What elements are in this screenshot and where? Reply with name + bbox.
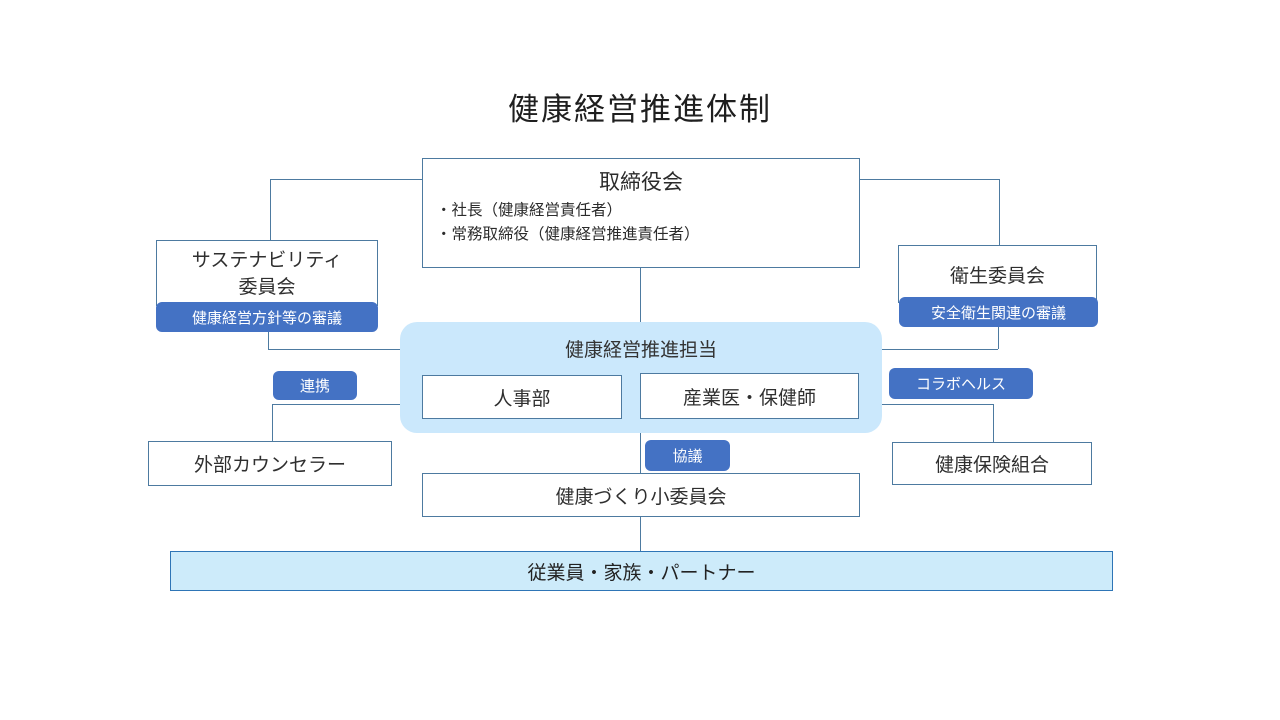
sustainability-name-line1: サステナビリティ: [191, 250, 343, 271]
hygiene-deliberation-badge: 安全衛生関連の審議: [899, 297, 1098, 327]
connector-promotion-to-subcommittee: [640, 433, 642, 473]
consultation-label-badge: 協議: [645, 440, 730, 471]
health-promotion-title: 健康経営推進担当: [564, 340, 717, 361]
connector-promotion-to-counselor-v: [272, 404, 274, 441]
collaboration-label-badge: 連携: [273, 371, 357, 400]
occupational-doctor-nurse-box: 産業医・保健師: [640, 373, 859, 419]
sustainability-committee-box: サステナビリティ 委員会: [156, 240, 378, 306]
connector-subcommittee-to-employees: [640, 517, 642, 551]
connector-board-to-sustainability-h: [270, 179, 422, 181]
connector-board-to-sustainability-v: [270, 179, 272, 240]
board-bullet-president: ・社長（健康経営責任者）: [436, 202, 623, 219]
sustainability-name-line2: 委員会: [238, 277, 296, 298]
connector-hygiene-to-promotion-v: [998, 326, 1000, 349]
connector-sustainability-to-promotion-h: [268, 349, 400, 351]
connector-board-to-promotion: [640, 268, 642, 322]
connector-promotion-to-counselor-h: [272, 404, 400, 406]
connector-promotion-to-insurance-h: [882, 404, 993, 406]
connector-promotion-to-insurance-v: [993, 404, 995, 442]
health-promotion-panel: 健康経営推進担当 人事部 産業医・保健師: [400, 322, 882, 433]
board-bullet-managing-director: ・常務取締役（健康経営推進責任者）: [436, 226, 700, 243]
sustainability-committee-name: サステナビリティ 委員会: [157, 241, 377, 301]
board-of-directors-box: 取締役会 ・社長（健康経営責任者） ・常務取締役（健康経営推進責任者）: [422, 158, 860, 268]
hr-department-box: 人事部: [422, 375, 622, 419]
hygiene-committee-box: 衛生委員会: [898, 245, 1097, 303]
health-insurance-association-box: 健康保険組合: [892, 442, 1092, 485]
connector-sustainability-to-promotion-v: [268, 331, 270, 349]
external-counselor-box: 外部カウンセラー: [148, 441, 392, 486]
collabo-health-label-badge: コラボヘルス: [889, 368, 1033, 399]
sustainability-deliberation-badge: 健康経営方針等の審議: [156, 302, 378, 332]
connector-hygiene-to-promotion-h: [882, 349, 998, 351]
board-of-directors-title: 取締役会: [599, 171, 683, 194]
page-title: 健康経営推進体制: [508, 92, 772, 127]
health-promotion-subcommittee-box: 健康づくり小委員会: [422, 473, 860, 517]
connector-board-to-hygiene-h: [860, 179, 999, 181]
connector-board-to-hygiene-v: [999, 179, 1001, 245]
employees-family-partners-band: 従業員・家族・パートナー: [170, 551, 1113, 591]
